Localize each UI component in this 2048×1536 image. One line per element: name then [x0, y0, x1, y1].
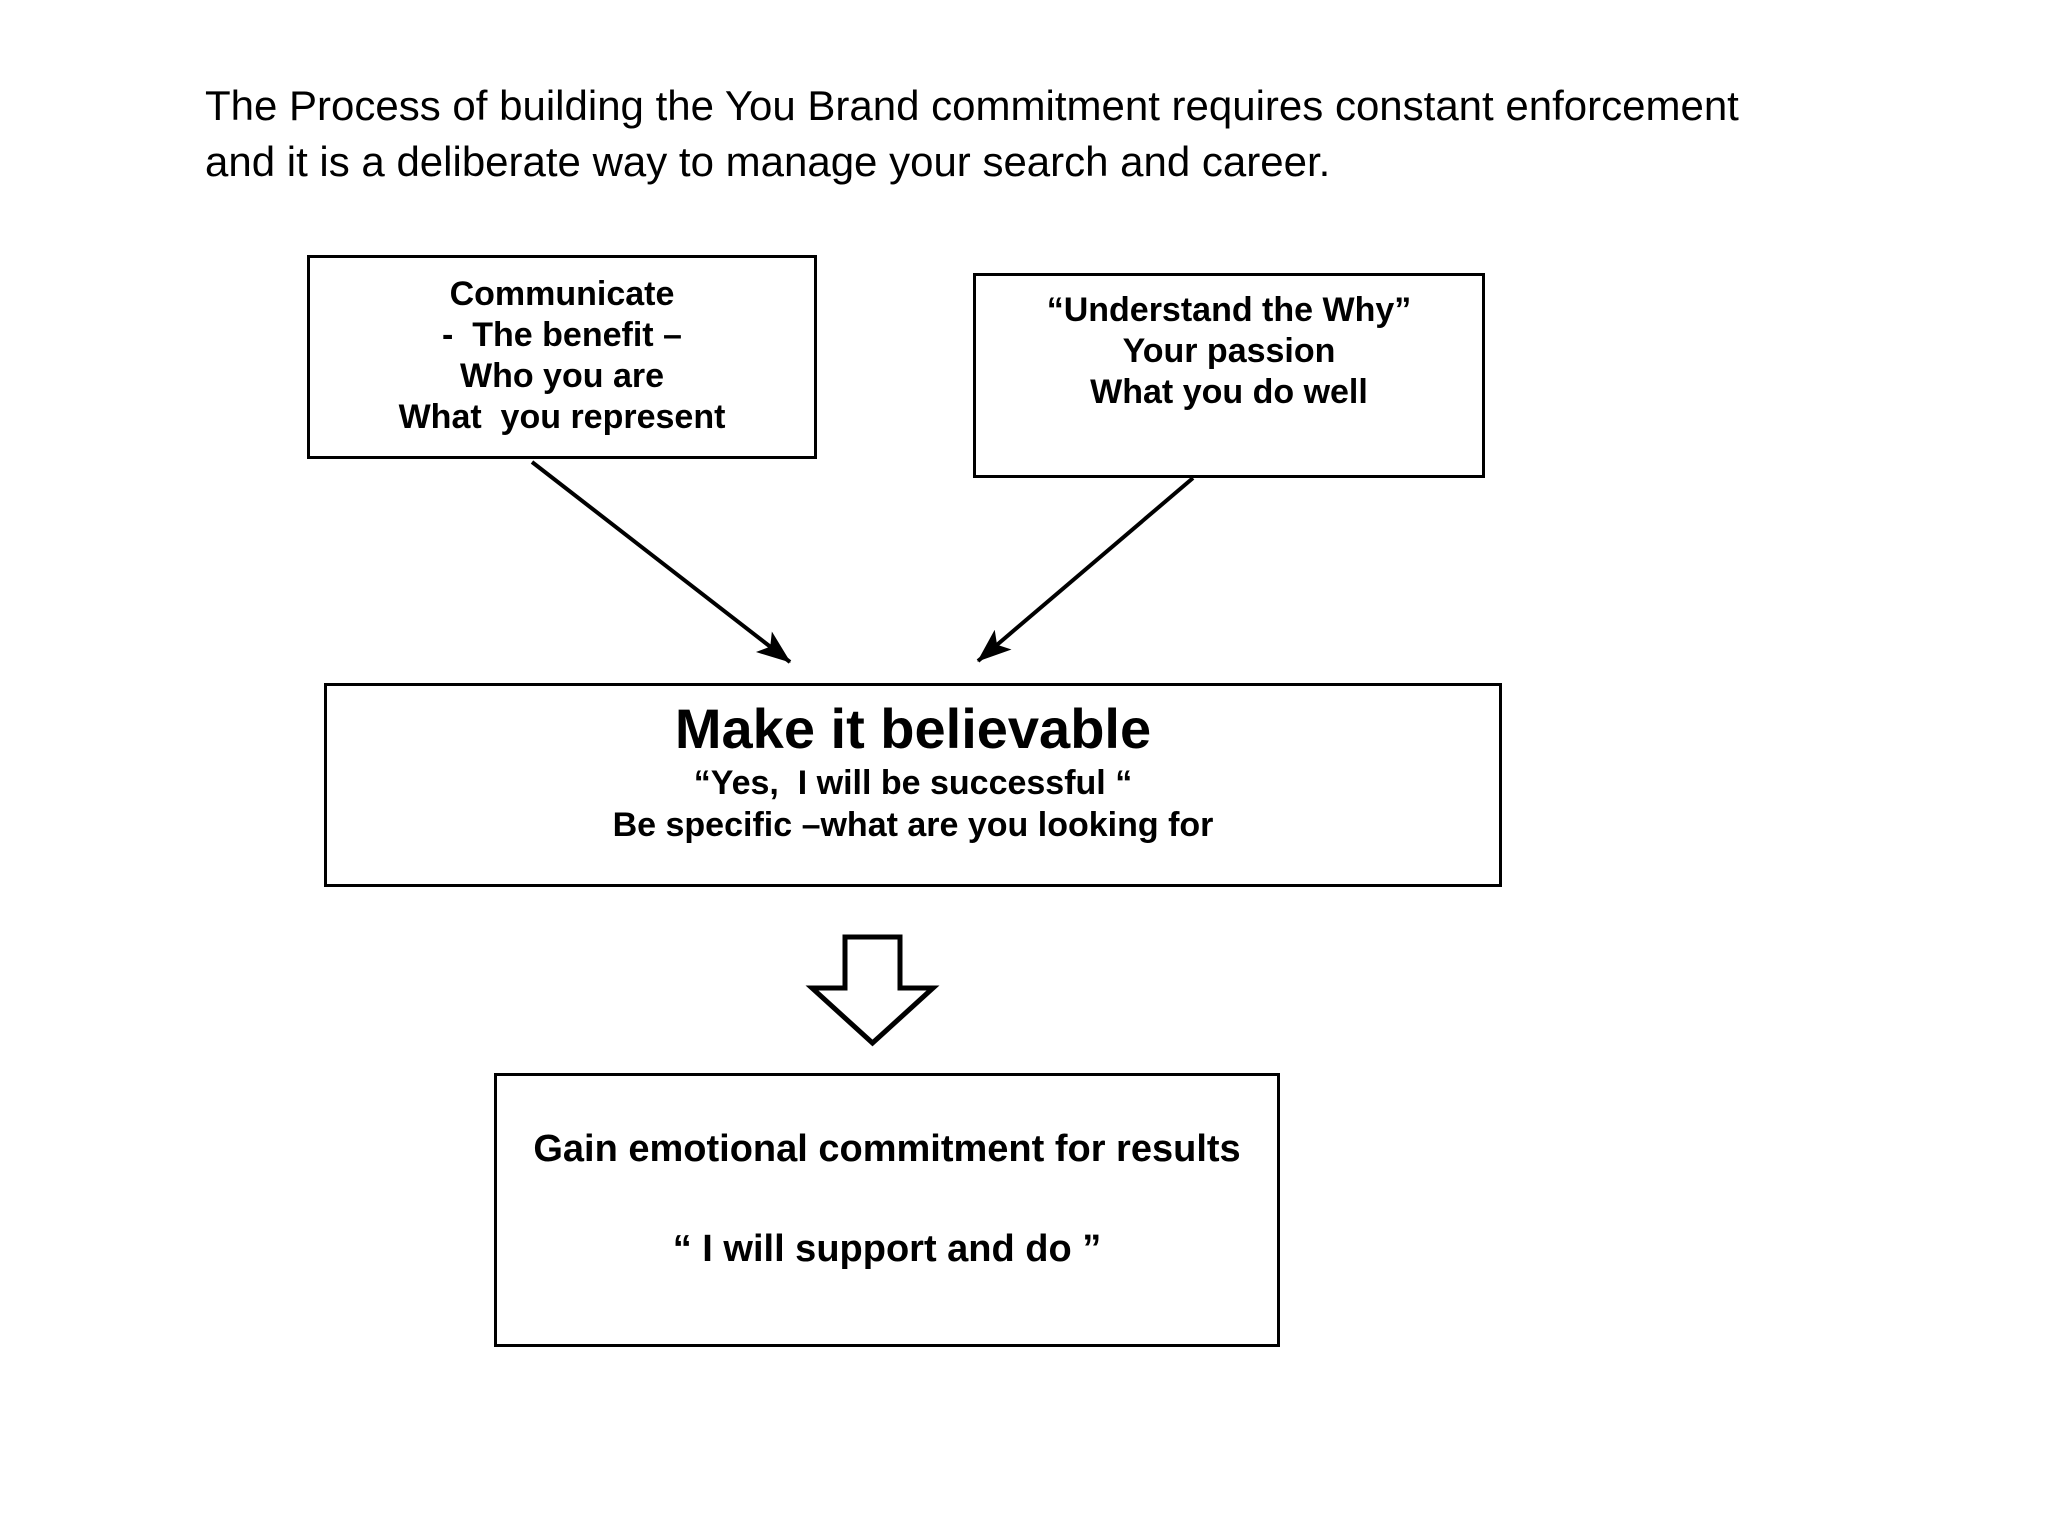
communicate-box-line-4: What you represent — [398, 398, 726, 436]
communicate-box-line-3: Who you are — [459, 357, 665, 395]
communicate-box-line-1: Communicate — [449, 275, 675, 313]
communicate-box-line-2: - The benefit – — [442, 316, 682, 354]
slide-title: The Process of building the You Brand co… — [205, 78, 1739, 190]
gain-commitment-box: Gain emotional commitment for results “ … — [494, 1073, 1280, 1347]
slide-title-line-1: The Process of building the You Brand co… — [205, 82, 1739, 129]
understand-why-box-line-2: Your passion — [1122, 332, 1336, 370]
understand-why-box-line-1: “Understand the Why” — [1046, 291, 1412, 329]
gain-commitment-line-2: “ I will support and do ” — [672, 1228, 1102, 1270]
make-it-believable-box: Make it believable “Yes, I will be succe… — [324, 683, 1502, 887]
slide-title-line-2: and it is a deliberate way to manage you… — [205, 138, 1331, 185]
communicate-box: Communicate - The benefit – Who you are … — [307, 255, 817, 459]
make-it-believable-heading: Make it believable — [674, 697, 1152, 760]
arrow-understand-to-believable — [976, 476, 1195, 663]
make-it-believable-line-1: “Yes, I will be successful “ — [693, 764, 1133, 802]
understand-why-box-line-3: What you do well — [1090, 373, 1368, 411]
gain-commitment-line-1: Gain emotional commitment for results — [533, 1128, 1241, 1170]
understand-why-box: “Understand the Why” Your passion What y… — [973, 273, 1485, 478]
arrow-communicate-to-believable — [530, 460, 792, 664]
make-it-believable-line-2: Be specific –what are you looking for — [612, 806, 1214, 844]
block-down-arrow-icon — [805, 934, 940, 1047]
